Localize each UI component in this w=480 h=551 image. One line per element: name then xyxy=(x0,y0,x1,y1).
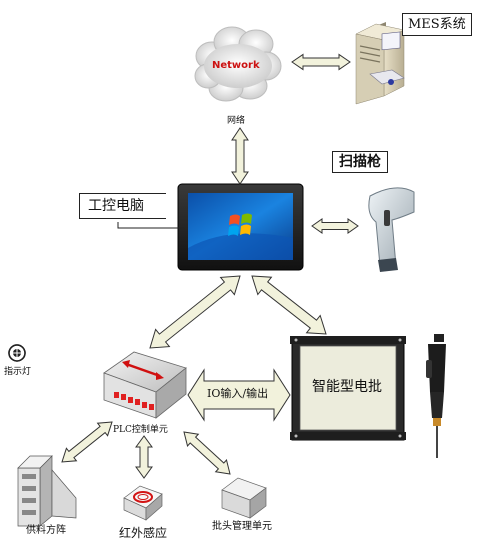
connection-arrows xyxy=(61,53,359,479)
arrow-plc-infrared xyxy=(135,435,153,479)
network-caption: 网络 xyxy=(227,116,246,126)
server-icon xyxy=(355,22,405,105)
industrial-pc-label: 工控电脑 xyxy=(79,193,166,219)
bit-management-unit-icon xyxy=(221,477,267,519)
arrow-pc-scanner xyxy=(311,218,359,234)
indicator-light-icon xyxy=(8,344,26,362)
feeder-label: 供料方阵 xyxy=(26,525,66,536)
scanner-label: 扫描枪 xyxy=(332,151,388,173)
bit-management-label: 批头管理单元 xyxy=(212,521,272,532)
smart-screwdriver-controller-icon xyxy=(290,336,406,441)
network-cloud-icon xyxy=(194,26,282,102)
electric-screwdriver-icon xyxy=(426,334,446,458)
plc-unit-label: PLC控制单元 xyxy=(113,425,168,435)
arrow-pc-plc xyxy=(149,275,241,349)
arrow-network-pc xyxy=(231,127,249,185)
mes-system-label: MES系统 xyxy=(402,13,472,36)
network-label: Network xyxy=(212,60,260,71)
arrow-pc-screwdriver xyxy=(251,275,327,335)
industrial-pc-icon xyxy=(177,183,304,271)
plc-unit-icon xyxy=(103,351,187,419)
indicator-light-label: 指示灯 xyxy=(4,367,32,377)
infrared-sensor-label: 红外感应 xyxy=(119,526,168,540)
arrow-plc-feeder xyxy=(61,421,113,463)
arrow-plc-bit-manager xyxy=(183,431,231,475)
infrared-sensor-icon xyxy=(123,485,163,521)
io-link-label: IO输入/输出 xyxy=(207,387,269,400)
feeder-rack-icon xyxy=(17,455,77,527)
pc-label-leader xyxy=(117,222,184,229)
smart-screwdriver-label: 智能型电批 xyxy=(312,379,382,395)
arrow-network-mes xyxy=(291,53,351,71)
barcode-scanner-icon xyxy=(362,182,416,272)
arrow-plc-screwdriver-io xyxy=(187,368,291,422)
